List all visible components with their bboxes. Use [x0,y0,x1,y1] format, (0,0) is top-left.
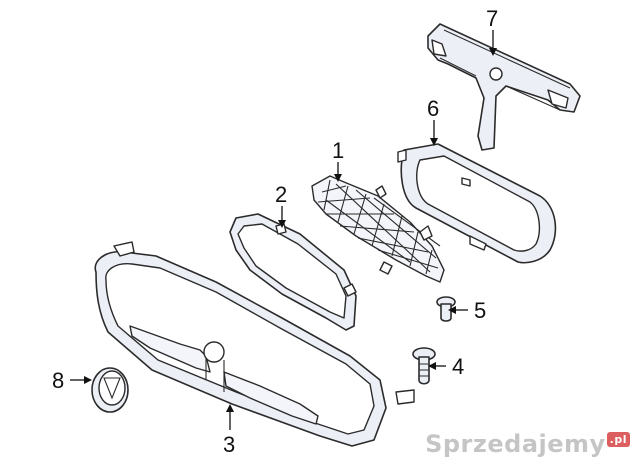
callout-1: 1 [332,138,344,163]
part-4-screw [412,347,436,385]
part-8-emblem [91,367,129,413]
callout-6: 6 [427,96,439,121]
callout-5: 5 [474,298,486,323]
part-1-mesh-insert [311,175,445,283]
part-2-surround-frame [229,213,357,331]
part-6-rear-housing [397,143,557,264]
part-7-upper-bracket [427,23,581,151]
callout-8: 8 [52,368,64,393]
part-5-clip [436,296,456,322]
callout-3: 3 [223,432,235,457]
callout-2: 2 [275,182,287,207]
callout-7: 7 [486,6,498,31]
watermark-logo: Sprzedajemy.pl [425,430,630,458]
watermark-suffix: .pl [606,432,630,447]
leader-lines [70,30,497,430]
callout-4: 4 [452,354,464,379]
part-3-grille-shell [94,241,415,447]
watermark-text: Sprzedajemy [425,430,606,458]
